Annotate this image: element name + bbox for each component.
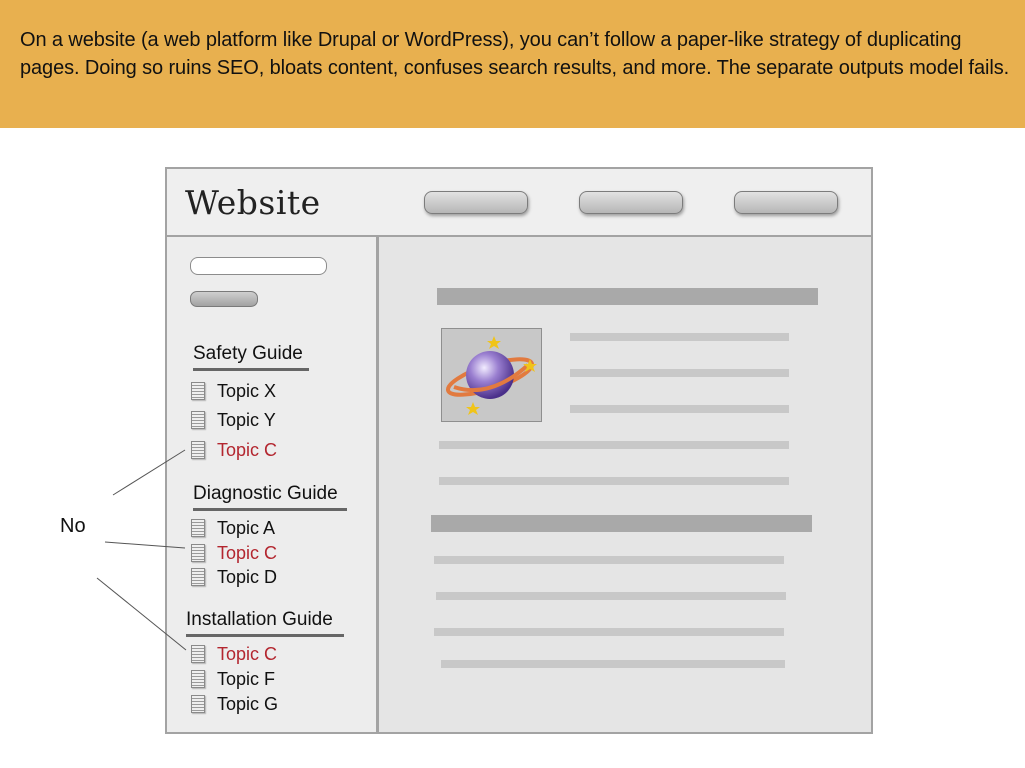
- sidebar: Safety Guide Topic X Topic Y Topic C Dia…: [167, 237, 379, 732]
- nav-button-1[interactable]: [424, 191, 528, 214]
- guide-heading-installation: Installation Guide: [186, 609, 344, 637]
- content-image: [441, 328, 542, 422]
- topic-label: Topic C: [217, 440, 278, 460]
- search-input[interactable]: [190, 257, 327, 275]
- text-line: [570, 333, 789, 341]
- site-header: Website: [167, 169, 871, 237]
- website-mockup: Website Safety Guide Topic X Topic Y Top…: [165, 167, 873, 734]
- star-icon: [523, 359, 537, 372]
- callout-line: [104, 541, 186, 549]
- topic-label: Topic A: [217, 518, 276, 538]
- content-area: [379, 237, 871, 732]
- content-heading-bar: [431, 515, 812, 532]
- text-line: [436, 592, 786, 600]
- banner-text: On a website (a web platform like Drupal…: [20, 29, 1010, 79]
- doc-icon: [191, 441, 205, 459]
- callout-line: [96, 577, 187, 651]
- callout-label: No: [60, 515, 86, 537]
- nav-button-2[interactable]: [579, 191, 683, 214]
- callout-line: [112, 449, 186, 496]
- guide-heading-diagnostic: Diagnostic Guide: [193, 483, 347, 511]
- text-line: [570, 405, 789, 413]
- doc-icon: [191, 411, 205, 429]
- text-line: [434, 628, 784, 636]
- star-icon: [487, 336, 501, 349]
- banner: On a website (a web platform like Drupal…: [0, 0, 1025, 128]
- doc-icon: [191, 519, 205, 537]
- text-line: [441, 660, 785, 668]
- search-button[interactable]: [190, 291, 258, 307]
- text-line: [439, 477, 789, 485]
- topic-label: Topic C: [217, 644, 278, 664]
- topic-label: Topic Y: [217, 410, 276, 430]
- topic-label: Topic G: [217, 694, 279, 714]
- topic-label: Topic F: [217, 669, 276, 689]
- star-icon: [466, 402, 480, 415]
- doc-icon: [191, 695, 205, 713]
- topic-label: Topic D: [217, 567, 278, 587]
- planet-icon: [445, 336, 537, 415]
- text-line: [439, 441, 789, 449]
- topic-label: Topic C: [217, 543, 278, 563]
- text-line: [434, 556, 784, 564]
- site-title: Website: [185, 183, 321, 222]
- nav-button-3[interactable]: [734, 191, 838, 214]
- text-line: [570, 369, 789, 377]
- doc-icon: [191, 568, 205, 586]
- content-heading-bar: [437, 288, 818, 305]
- doc-icon: [191, 645, 205, 663]
- guide-heading-safety: Safety Guide: [193, 343, 309, 371]
- doc-icon: [191, 670, 205, 688]
- topic-label: Topic X: [217, 381, 277, 401]
- doc-icon: [191, 544, 205, 562]
- doc-icon: [191, 382, 205, 400]
